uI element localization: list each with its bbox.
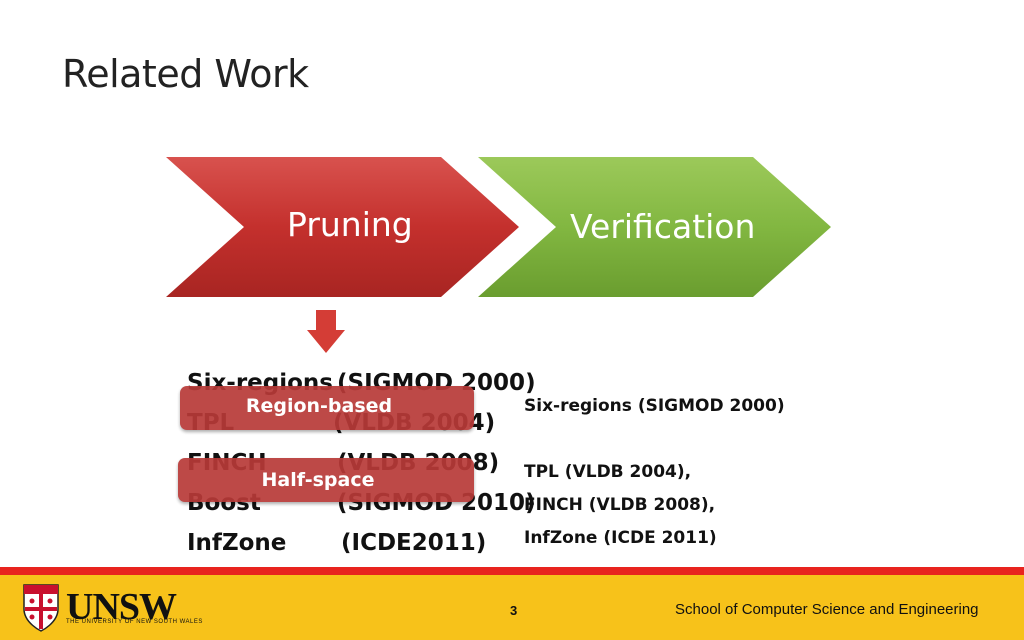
region-based-ref: Six-regions (SIGMOD 2000) bbox=[524, 396, 785, 416]
method-name: InfZone bbox=[187, 530, 287, 556]
half-space-ref-3: InfZone (ICDE 2011) bbox=[524, 528, 717, 548]
page-number: 3 bbox=[510, 603, 518, 618]
footer-bar bbox=[0, 575, 1024, 640]
slide-title: Related Work bbox=[62, 52, 309, 96]
school-name: School of Computer Science and Engineeri… bbox=[675, 601, 979, 618]
unsw-logo-subtitle: THE UNIVERSITY OF NEW SOUTH WALES bbox=[66, 619, 203, 625]
half-space-label: Half-space bbox=[178, 458, 474, 502]
footer-divider bbox=[0, 567, 1024, 575]
unsw-logo-text: UNSW bbox=[66, 586, 177, 628]
unsw-crest-icon bbox=[23, 584, 59, 632]
method-venue: (ICDE2011) bbox=[341, 530, 487, 556]
half-space-ref-1: TPL (VLDB 2004), bbox=[524, 462, 692, 482]
down-arrow-icon bbox=[307, 310, 345, 353]
pruning-chevron bbox=[166, 157, 519, 297]
pruning-label: Pruning bbox=[287, 205, 413, 244]
region-based-label: Region-based bbox=[180, 386, 474, 430]
verification-chevron bbox=[478, 157, 831, 297]
half-space-ref-2: FINCH (VLDB 2008), bbox=[524, 495, 716, 515]
verification-label: Verification bbox=[570, 207, 756, 246]
